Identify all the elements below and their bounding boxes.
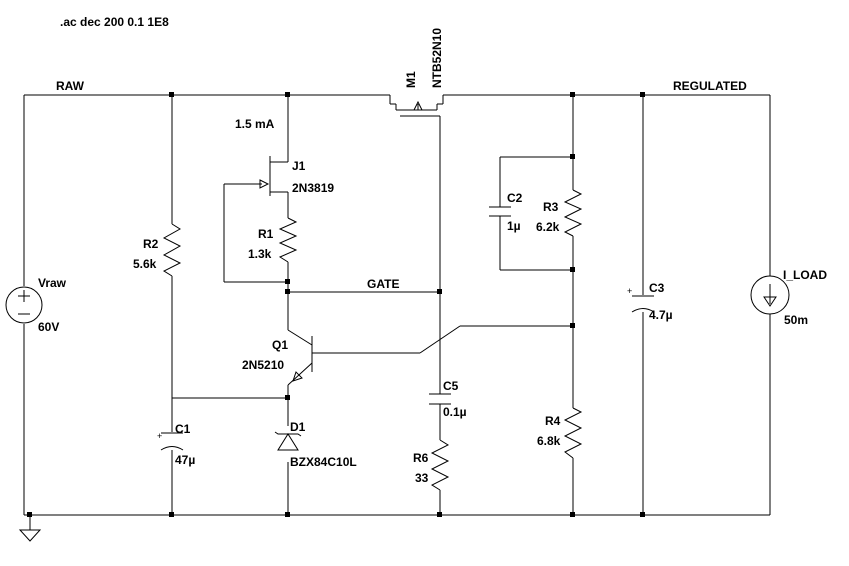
svg-text:+: + — [157, 431, 162, 441]
net-label-regulated: REGULATED — [673, 79, 747, 93]
c2-value: 1µ — [507, 219, 521, 233]
net-label-gate: GATE — [367, 277, 399, 291]
junction-dot — [285, 395, 290, 400]
r2-resistor — [162, 223, 182, 277]
r3-resistor — [563, 189, 583, 237]
q1-value: 2N5210 — [242, 358, 284, 372]
vraw-value: 60V — [38, 320, 59, 334]
junction-dot — [285, 512, 290, 517]
j1-value: 2N3819 — [292, 181, 334, 195]
r1-value: 1.3k — [248, 247, 272, 261]
d1-value: BZX84C10L — [290, 455, 357, 469]
net-label-raw: RAW — [56, 79, 85, 93]
j1-current-annotation: 1.5 mA — [235, 117, 275, 131]
junction-dot — [285, 92, 290, 97]
q1-label: Q1 — [272, 338, 288, 352]
wires — [23, 94, 771, 530]
r1-resistor — [278, 217, 298, 263]
spice-directive: .ac dec 200 0.1 1E8 — [60, 15, 169, 29]
c1-capacitor: + — [157, 431, 184, 451]
junction-dot — [570, 154, 575, 159]
r6-label: R6 — [413, 451, 429, 465]
vraw-label: Vraw — [38, 276, 67, 290]
junction-dot — [570, 512, 575, 517]
r4-label: R4 — [545, 414, 561, 428]
junction-dot — [570, 267, 575, 272]
m1-value: NTB52N10 — [430, 28, 444, 88]
ground-symbol — [18, 529, 42, 542]
r2-value: 5.6k — [133, 257, 157, 271]
junction-dot — [437, 512, 442, 517]
d1-zener — [274, 431, 302, 451]
junction-dot — [570, 323, 575, 328]
r1-label: R1 — [258, 227, 274, 241]
junction-dot — [640, 512, 645, 517]
c5-label: C5 — [443, 379, 459, 393]
c5-value: 0.1µ — [443, 405, 467, 419]
c1-value: 47µ — [175, 453, 195, 467]
j1-label: J1 — [292, 159, 306, 173]
r6-resistor — [430, 439, 450, 491]
m1-label: M1 — [404, 71, 418, 88]
junction-dot — [169, 512, 174, 517]
iload-label: I_LOAD — [783, 268, 827, 282]
q1-transistor — [287, 329, 318, 386]
junction-dot — [169, 92, 174, 97]
junction-dot — [437, 289, 442, 294]
junction-dots — [27, 92, 645, 517]
junction-dot — [640, 92, 645, 97]
junction-dot — [27, 512, 32, 517]
c3-value: 4.7µ — [649, 308, 673, 322]
c3-label: C3 — [649, 281, 665, 295]
m1-mosfet — [389, 95, 444, 117]
c5-capacitor — [429, 393, 451, 405]
r4-resistor — [563, 407, 583, 459]
junction-dot — [285, 289, 290, 294]
c1-label: C1 — [175, 422, 191, 436]
svg-text:+: + — [627, 286, 632, 296]
c3-capacitor: + — [627, 286, 655, 313]
d1-label: D1 — [290, 420, 306, 434]
r4-value: 6.8k — [537, 434, 561, 448]
c2-capacitor — [489, 206, 511, 217]
iload-current-source — [750, 275, 790, 315]
iload-value: 50m — [784, 313, 808, 327]
c2-label: C2 — [507, 191, 523, 205]
junction-dot — [570, 92, 575, 97]
j1-jfet — [259, 150, 289, 200]
vraw-source — [5, 286, 43, 324]
r2-label: R2 — [143, 237, 159, 251]
r3-value: 6.2k — [536, 220, 560, 234]
r3-label: R3 — [543, 200, 559, 214]
junction-dot — [285, 279, 290, 284]
r6-value: 33 — [415, 471, 429, 485]
